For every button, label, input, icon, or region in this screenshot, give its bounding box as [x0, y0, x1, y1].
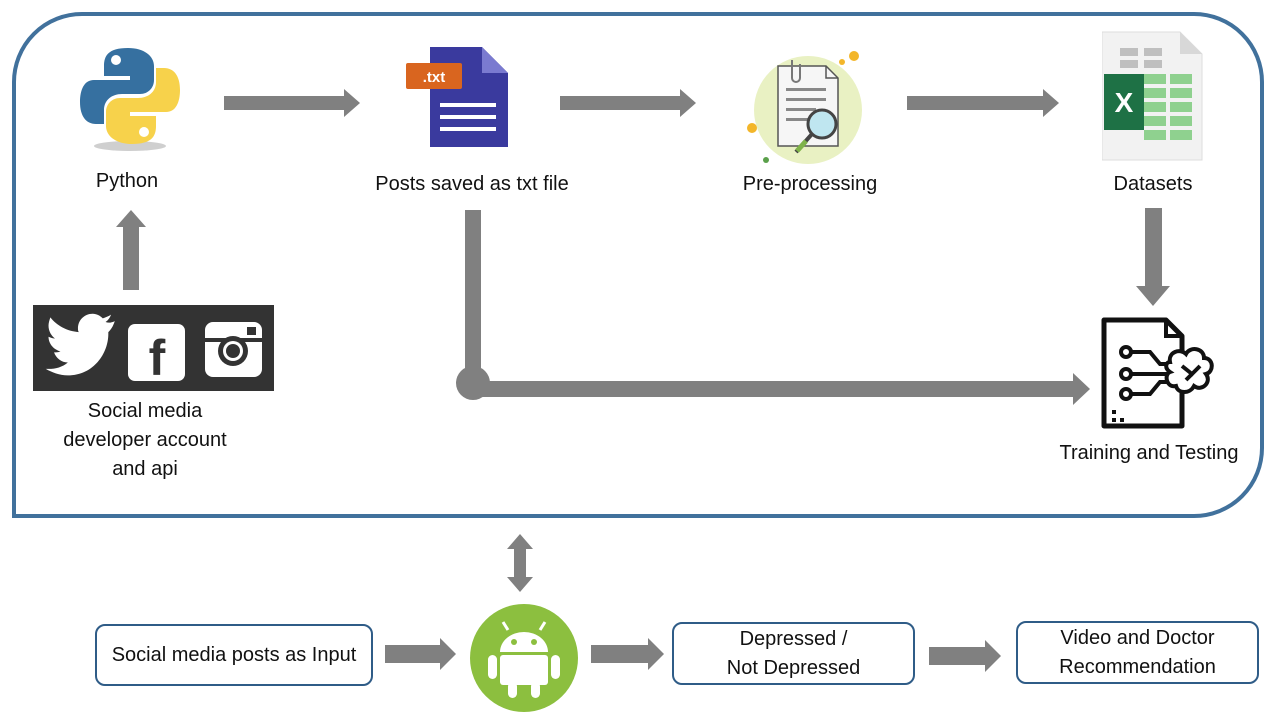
excel-letter: X — [1115, 87, 1134, 118]
txt-file-icon: .txt — [404, 45, 510, 149]
node-input-box: Social media posts as Input — [95, 624, 373, 686]
node-preprocessing-label: Pre-processing — [742, 173, 878, 195]
recommendation-line-2: Recommendation — [1059, 655, 1216, 678]
arrow-posts-to-preprocessing — [560, 89, 696, 117]
node-social-api-label: Social media developer account and api — [30, 397, 260, 484]
node-input-label: Social media posts as Input — [111, 643, 357, 666]
facebook-icon: f — [128, 324, 185, 386]
instagram-icon — [205, 322, 262, 377]
social-api-line-3: and api — [112, 458, 178, 480]
txt-badge-text: .txt — [423, 69, 446, 86]
excel-icon: X — [1101, 30, 1204, 162]
arrow-datasets-to-training — [1136, 208, 1170, 306]
machine-learning-icon — [1098, 316, 1216, 430]
social-api-line-2: developer account — [63, 429, 227, 451]
social-api-line-1: Social media — [87, 400, 203, 422]
node-recommendation-box: Video and Doctor Recommendation — [1016, 621, 1259, 684]
twitter-icon — [45, 313, 115, 376]
system-boundary-frame — [12, 12, 1264, 518]
arrow-result-to-recommendation — [929, 640, 1001, 672]
document-search-icon — [742, 48, 864, 166]
node-posts-txt-label: Posts saved as txt file — [375, 173, 569, 195]
facebook-letter: f — [149, 330, 166, 386]
node-training-label: Training and Testing — [1059, 442, 1239, 464]
result-line-2: Not Depressed — [726, 656, 861, 679]
python-logo-icon — [78, 44, 182, 152]
result-line-1: Depressed / — [739, 627, 848, 650]
node-result-box: Depressed / Not Depressed — [672, 622, 915, 685]
arrow-bidirectional-system-android — [507, 534, 533, 592]
android-icon — [470, 604, 578, 712]
recommendation-line-1: Video and Doctor — [1060, 626, 1215, 649]
arrow-posts-to-training — [474, 373, 1090, 405]
arrow-preprocessing-to-datasets — [907, 89, 1059, 117]
connector-posts-down — [465, 210, 481, 385]
arrow-input-to-android — [385, 638, 456, 670]
connector-junction — [456, 366, 490, 400]
arrow-android-to-result — [591, 638, 664, 670]
arrow-python-to-posts — [224, 89, 360, 117]
node-datasets-label: Datasets — [1113, 173, 1193, 195]
node-python-label: Python — [95, 170, 159, 192]
arrow-social-to-python — [116, 210, 146, 290]
social-media-icons-strip: f — [33, 305, 274, 391]
